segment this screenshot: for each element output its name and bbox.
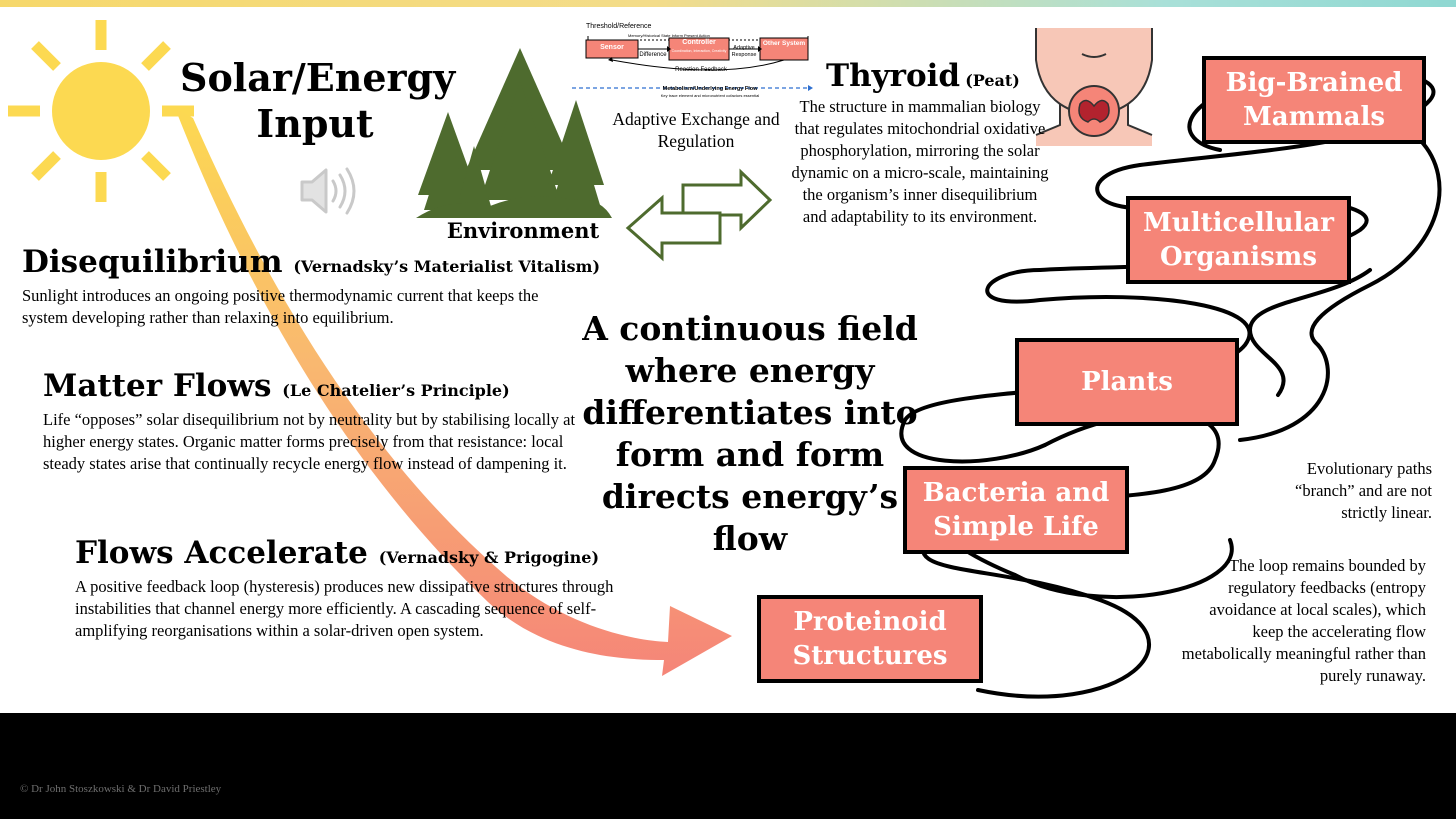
controller-label: Controller	[682, 39, 716, 46]
stage-big-brained-mammals: Big-Brained Mammals	[1202, 56, 1426, 144]
stage-bacteria-simple-life: Bacteria and Simple Life	[903, 466, 1129, 554]
footer-bar	[0, 713, 1456, 819]
adaptive-exchange-caption: Adaptive Exchange and Regulation	[612, 109, 780, 151]
metabolism-label: Metabolism/Underlying Energy Flow	[662, 86, 758, 92]
thyroid-icon	[1035, 28, 1153, 146]
threshold-label: Threshold/Reference	[586, 23, 652, 30]
reaction-feedback-label: Reaction Feedback	[675, 67, 727, 73]
memory-label: Memory/Historical State Inform Present A…	[628, 33, 710, 38]
sensor-label: Sensor	[600, 44, 624, 51]
thyroid-source: (Peat)	[965, 71, 1020, 90]
loop-note: The loop remains bounded by regulatory f…	[1181, 556, 1426, 685]
central-statement: A continuous field where energy differen…	[582, 309, 918, 558]
top-gradient-bar	[0, 0, 1456, 7]
section-disequilibrium: Disequilibrium (Vernadsky’s Materialist …	[22, 244, 600, 329]
speaker-icon[interactable]	[300, 167, 356, 215]
metabolism-sub-label: Key trace element and micronutrient cofa…	[660, 93, 760, 98]
copyright-text: © Dr John Stoszkowski & Dr David Priestl…	[20, 783, 222, 795]
sun-icon	[8, 20, 194, 202]
environment-label: Environment	[446, 218, 600, 243]
section-text: Sunlight introduces an ongoing positive …	[22, 286, 539, 327]
section-title: Matter Flows (Le Chatelier’s Principle)	[43, 368, 510, 404]
regulation-diagram	[572, 36, 813, 91]
stage-multicellular-organisms: Multicellular Organisms	[1126, 196, 1351, 284]
thyroid-description: The structure in mammalian biology that …	[791, 97, 1049, 226]
stage-proteinoid-structures: Proteinoid Structures	[757, 595, 983, 683]
section-text: A positive feedback loop (hysteresis) pr…	[75, 577, 614, 640]
stage-plants: Plants	[1015, 338, 1239, 426]
difference-label: Difference	[639, 52, 667, 58]
section-matter-flows: Matter Flows (Le Chatelier’s Principle) …	[43, 368, 603, 475]
evolution-note: Evolutionary paths “branch” and are not …	[1295, 459, 1432, 522]
section-flows-accelerate: Flows Accelerate (Vernadsky & Prigogine)…	[75, 535, 645, 642]
section-title: Flows Accelerate (Vernadsky & Prigogine)	[75, 535, 600, 571]
section-text: Life “opposes” solar disequilibrium not …	[43, 410, 576, 473]
other-system-label: Other System	[762, 40, 806, 47]
energy-flow-arrow	[175, 108, 732, 676]
controller-sub-label: Coordination, Interaction, Creativity	[671, 49, 727, 53]
solar-energy-title: Solar/Energy Input	[180, 55, 456, 146]
double-arrow-icon	[625, 168, 773, 262]
tree-icon	[416, 48, 612, 218]
adaptive-response-label: Adaptive Response	[731, 45, 757, 58]
section-title: Disequilibrium (Vernadsky’s Materialist …	[22, 244, 601, 280]
thyroid-heading: Thyroid (Peat)	[826, 58, 1020, 94]
thyroid-title: Thyroid	[826, 58, 961, 94]
